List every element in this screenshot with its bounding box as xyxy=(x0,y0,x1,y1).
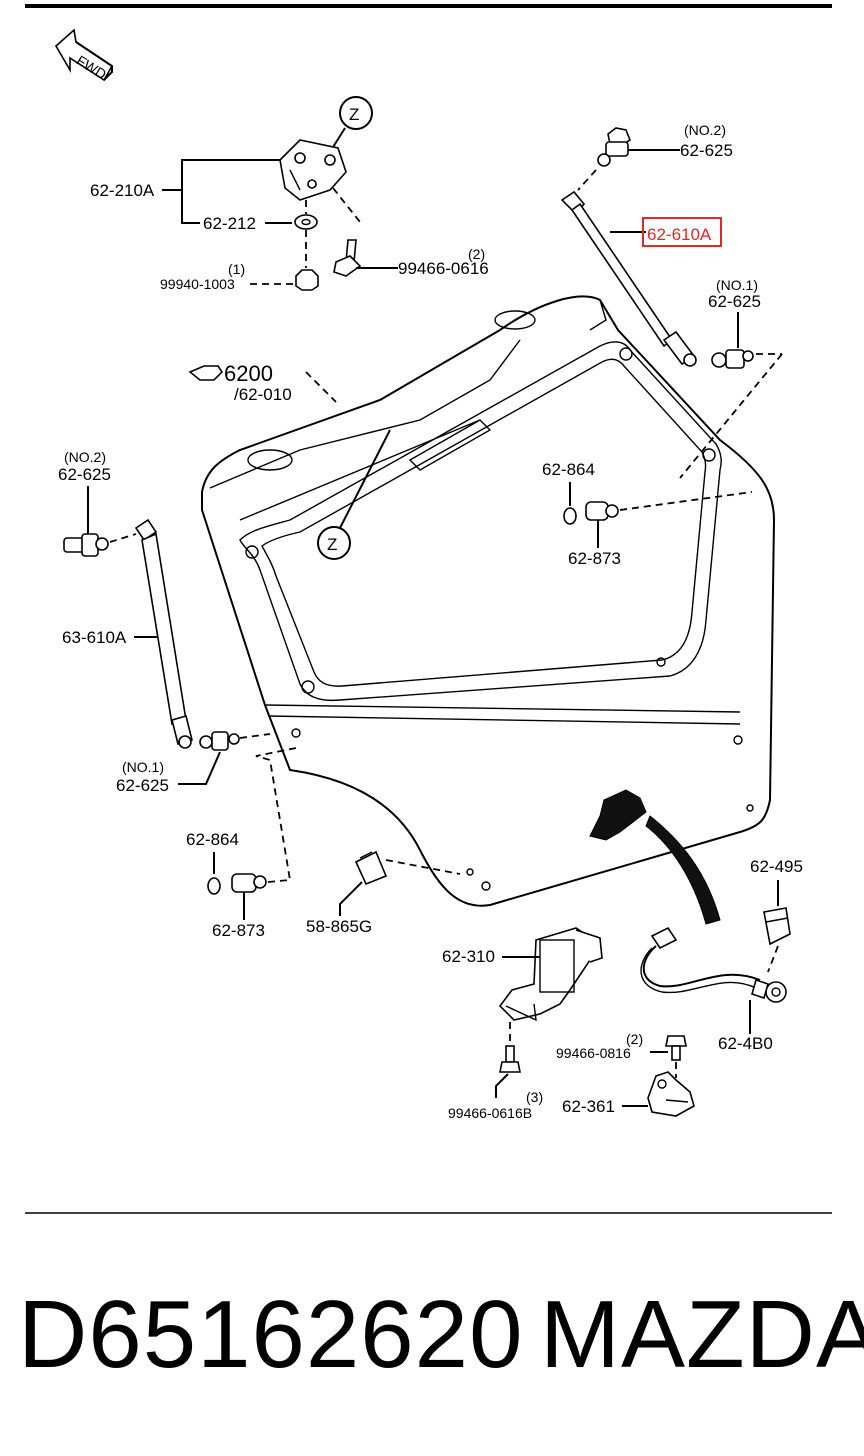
ball-stud-no2-top xyxy=(597,127,631,167)
ball-stud-no1-left xyxy=(199,731,240,751)
bumper-pad-left xyxy=(207,877,221,895)
latch-bolt-b-label: 99466-0616B xyxy=(448,1105,532,1121)
latch-bolt-a-label: 99466-0816 xyxy=(556,1045,631,1061)
latch-bolt-a-part xyxy=(665,1035,687,1061)
latch-part xyxy=(498,927,603,1022)
ball-stud-no2-left xyxy=(63,533,109,557)
ball-stud-label-left-top: 62-625 xyxy=(58,465,111,484)
svg-text:Z: Z xyxy=(349,105,359,124)
liftgate-body xyxy=(201,295,776,907)
liftgate-ref-label: 6200 xyxy=(224,361,273,386)
callout-z-bottom: Z xyxy=(317,526,351,560)
clip-label: 62-495 xyxy=(750,857,803,876)
nut-label: 99940-1003 xyxy=(160,276,235,292)
ball-stud-label-left-bottom: 62-625 xyxy=(116,776,169,795)
latch-label: 62-310 xyxy=(442,947,495,966)
nut-part xyxy=(295,269,319,291)
hinge-label: 62-210A xyxy=(90,181,155,200)
latch-bolt-b-part xyxy=(499,1045,521,1073)
strut-left-label: 63-610A xyxy=(62,628,127,647)
no2-label-left: (NO.2) xyxy=(64,449,106,465)
part-number-text: D65162620 xyxy=(18,1281,524,1388)
ball-stud-label-right: 62-625 xyxy=(708,292,761,311)
hand-pointer-icon xyxy=(188,365,224,381)
liftgate-label: /62-010 xyxy=(234,385,292,404)
switch-label: 62-4B0 xyxy=(718,1034,773,1053)
fwd-arrow-icon: FWD xyxy=(54,28,114,82)
switch-harness-part xyxy=(640,926,787,1003)
bracket-label: 58-865G xyxy=(306,917,372,936)
strut-right-label: 62-610A xyxy=(647,225,712,244)
bumper-stop-right xyxy=(585,501,619,521)
washer-part xyxy=(294,214,318,230)
ball-stud-no1-right xyxy=(711,349,754,369)
bumper-stop-left xyxy=(231,873,267,893)
bracket-part xyxy=(354,850,388,886)
no2-label-top: (NO.2) xyxy=(684,122,726,138)
hinge-bolt-part xyxy=(332,187,362,277)
bumper-stop-label-left: 62-873 xyxy=(212,921,265,940)
callout-z-top: Z xyxy=(339,96,373,130)
no1-label-top: (NO.1) xyxy=(716,277,758,293)
parts-diagram: FWD Z 62-210A 62-212 (1) 99940-1003 (2) … xyxy=(25,4,832,1214)
cable-assembly xyxy=(589,789,721,925)
footer: D65162620 MAZDA xyxy=(0,1280,864,1400)
striker-part xyxy=(647,1071,695,1117)
bumper-pad-label-left: 62-864 xyxy=(186,830,239,849)
latch-bolt-b-qty: (3) xyxy=(526,1089,543,1105)
washer-label: 62-212 xyxy=(203,214,256,233)
ball-stud-label-top: 62-625 xyxy=(680,141,733,160)
svg-text:Z: Z xyxy=(327,535,337,554)
bumper-pad-label-right: 62-864 xyxy=(542,460,595,479)
hinge-part xyxy=(279,139,347,201)
strut-left-part xyxy=(134,518,193,749)
clip-part xyxy=(763,907,791,946)
striker-label: 62-361 xyxy=(562,1097,615,1116)
latch-bolt-a-qty: (2) xyxy=(626,1031,643,1047)
strut-right-highlight xyxy=(642,217,722,247)
strut-right-part xyxy=(560,190,697,367)
nut-qty: (1) xyxy=(228,261,245,277)
bumper-stop-label-right: 62-873 xyxy=(568,549,621,568)
hinge-bolt-qty: (2) xyxy=(468,246,485,262)
no1-label-left: (NO.1) xyxy=(122,759,164,775)
brand-text: MAZDA xyxy=(540,1281,864,1388)
bumper-pad-right xyxy=(563,507,577,525)
hinge-bolt-label: 99466-0616 xyxy=(398,259,489,278)
